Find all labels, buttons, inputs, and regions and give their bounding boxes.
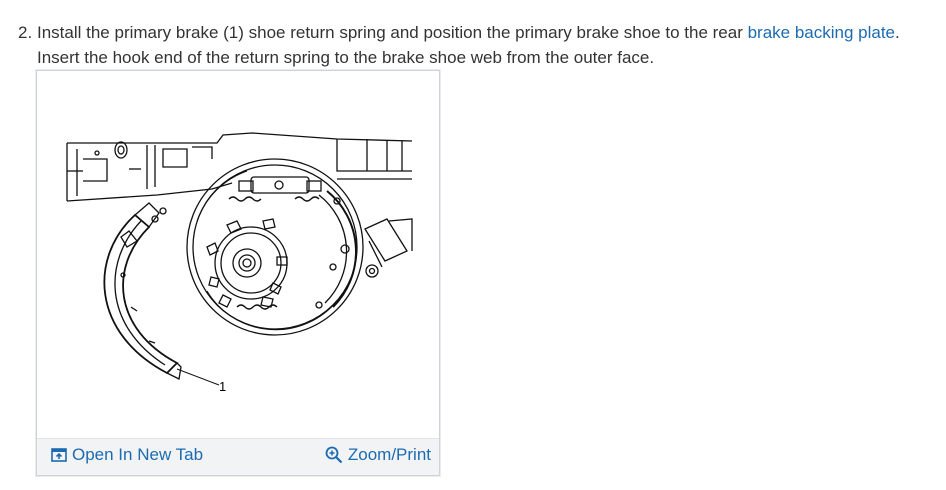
primary-brake-shoe	[103, 202, 182, 380]
illustration-frame: 1 Open In New Tab Zoom/Print	[36, 70, 440, 476]
secondary-brake-shoe	[326, 190, 357, 308]
figure-footer: Open In New Tab Zoom/Print	[37, 438, 439, 475]
open-in-new-tab-label: Open In New Tab	[72, 445, 204, 464]
callout-label-1: 1	[219, 379, 226, 394]
brake-backing-plate-link[interactable]: brake backing plate	[747, 23, 896, 42]
open-new-tab-icon	[51, 448, 67, 462]
brake-shoe-illustration: 1	[66, 132, 413, 394]
magnifier-plus-icon	[325, 446, 343, 464]
step-text-line2: Insert the hook end of the return spring…	[37, 48, 655, 67]
step-text-part2: .	[895, 23, 900, 42]
wheel-studs	[206, 218, 288, 308]
open-in-new-tab-button[interactable]: Open In New Tab	[51, 445, 203, 465]
secondary-shoe-web	[318, 194, 348, 304]
shock-absorber	[364, 218, 413, 278]
instruction-step: 2.Install the primary brake (1) shoe ret…	[18, 20, 938, 70]
step-number: 2.	[18, 23, 33, 42]
step-text-part1: Install the primary brake (1) shoe retur…	[37, 23, 748, 42]
callout-leader-line	[176, 368, 220, 386]
zoom-print-label: Zoom/Print	[347, 445, 431, 464]
wheel-hub	[214, 226, 288, 300]
zoom-print-button[interactable]: Zoom/Print	[325, 445, 431, 465]
step-text: Install the primary brake (1) shoe retur…	[37, 23, 900, 42]
frame-crossmember	[66, 132, 413, 202]
wheel-cylinder	[238, 176, 322, 194]
brake-backing-plate	[186, 158, 364, 336]
